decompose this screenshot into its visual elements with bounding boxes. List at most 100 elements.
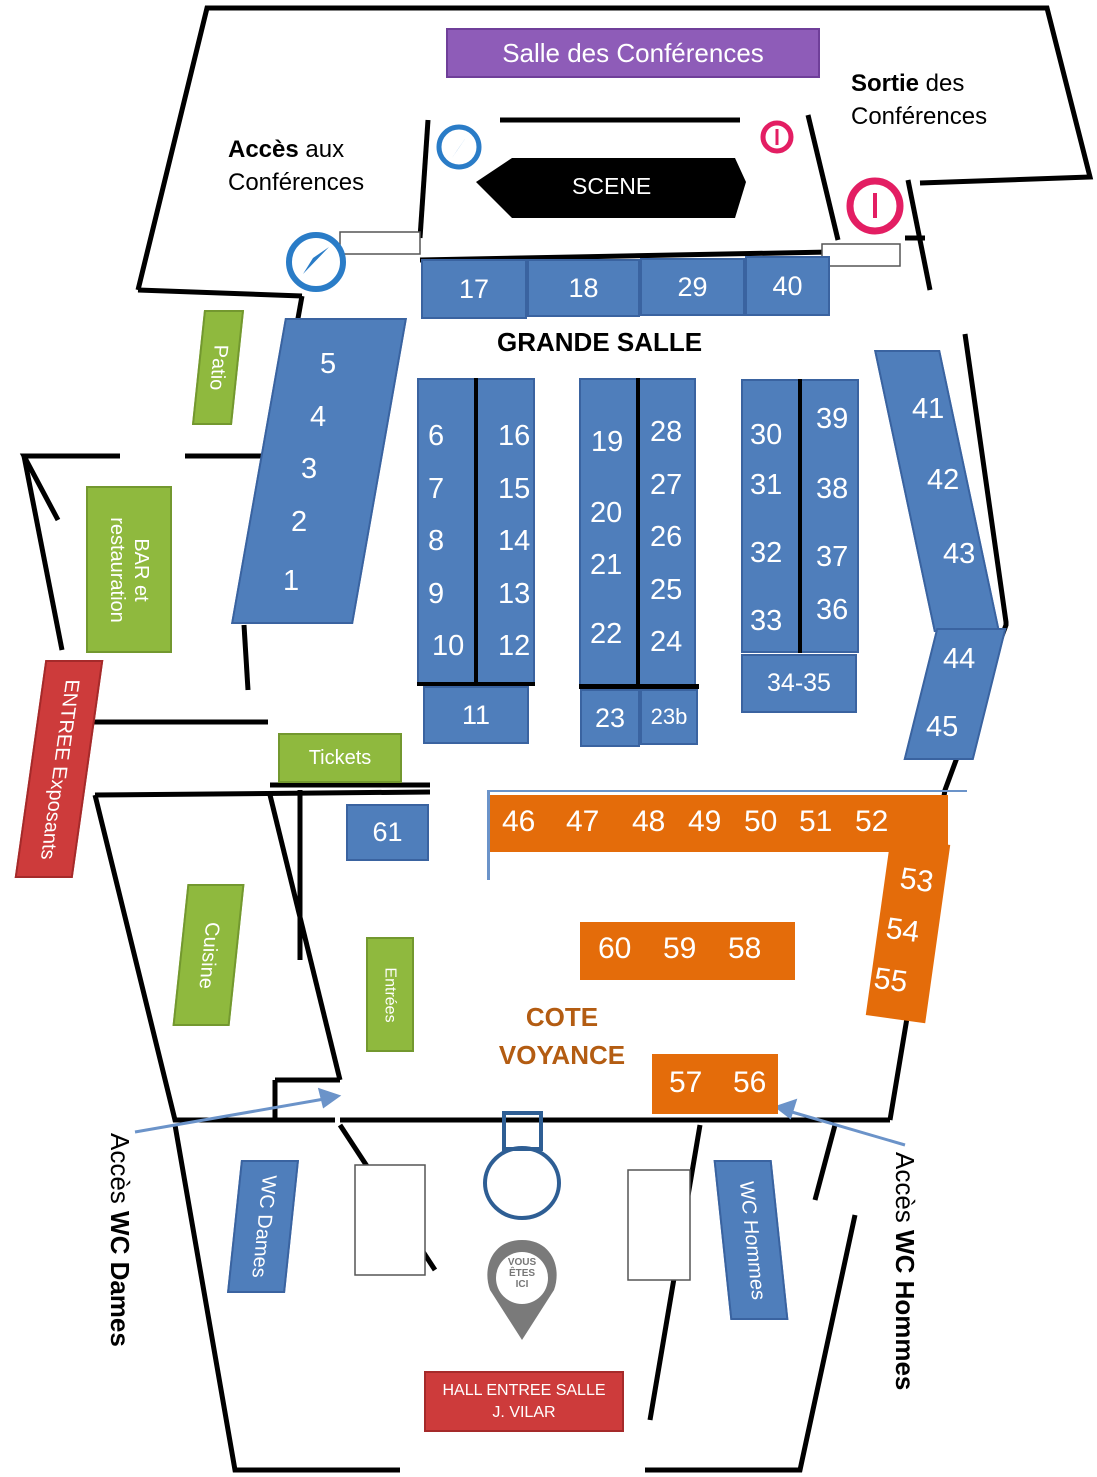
orange-row-edge (487, 790, 490, 880)
column-divider (798, 379, 802, 653)
conference-access-label: Accès aux Conférences (228, 133, 364, 199)
stand-16[interactable]: 16 (498, 420, 531, 452)
stand-24[interactable]: 24 (650, 626, 683, 658)
stand-20[interactable]: 20 (590, 497, 623, 529)
conference-exit-bold: Sortie (851, 70, 920, 97)
stand-47[interactable]: 47 (566, 805, 600, 838)
column-bottom-line (579, 684, 699, 689)
stand-label: 23b (650, 704, 688, 729)
stand-19[interactable]: 19 (591, 426, 624, 458)
stand-3[interactable]: 3 (301, 453, 318, 485)
stand-14[interactable]: 14 (498, 525, 531, 557)
stand-40[interactable]: 40 (745, 256, 830, 316)
stand-54[interactable]: 54 (883, 911, 922, 950)
stand-5[interactable]: 5 (320, 348, 337, 380)
grande-salle-title: GRANDE SALLE (497, 327, 703, 357)
acces-wc-hommes-bold: WC Hommes (890, 1230, 920, 1391)
cote-voyance-line1: COTE (525, 1002, 599, 1032)
stand-44[interactable]: 44 (943, 643, 976, 675)
hall-entree-banner: HALL ENTREE SALLE J. VILAR (424, 1371, 624, 1432)
stand-60[interactable]: 60 (598, 932, 632, 965)
stand-36[interactable]: 36 (816, 594, 849, 626)
stand-23b[interactable]: 23b (640, 689, 698, 745)
stand-label: 61 (372, 817, 403, 847)
you-are-here-line3: ICI (515, 1279, 529, 1290)
stand-row-58-60 (580, 922, 795, 980)
stand-34-35[interactable]: 34-35 (741, 654, 857, 713)
stand-51[interactable]: 51 (799, 805, 833, 838)
acces-wc-hommes-pre: Accès (890, 1152, 920, 1231)
stand-9[interactable]: 9 (428, 578, 445, 610)
stand-42[interactable]: 42 (927, 464, 960, 496)
cote-voyance-title: COTE VOYANCE (497, 998, 627, 1074)
stand-13[interactable]: 13 (498, 578, 531, 610)
tickets-desk: Tickets (278, 733, 402, 783)
bar-restauration-room: BAR et restauration (86, 486, 172, 653)
stand-29[interactable]: 29 (640, 258, 745, 316)
entrees-label: Entrées (382, 966, 400, 1023)
stand-8[interactable]: 8 (428, 525, 445, 557)
stand-21[interactable]: 21 (590, 549, 623, 581)
stand-row-46-52 (490, 795, 948, 852)
stand-49[interactable]: 49 (688, 805, 722, 838)
stand-27[interactable]: 27 (650, 469, 683, 501)
stand-2[interactable]: 2 (291, 506, 308, 538)
stand-37[interactable]: 37 (816, 541, 849, 573)
stand-55[interactable]: 55 (871, 961, 910, 1000)
stand-23[interactable]: 23 (580, 689, 640, 747)
stand-53[interactable]: 53 (897, 861, 936, 900)
stand-46[interactable]: 46 (502, 805, 536, 838)
stand-1[interactable]: 1 (283, 565, 300, 597)
conference-access-line2: Conférences (228, 169, 365, 196)
stand-17[interactable]: 17 (421, 259, 527, 319)
stand-38[interactable]: 38 (816, 473, 849, 505)
stand-33[interactable]: 33 (750, 605, 783, 637)
stand-22[interactable]: 22 (590, 618, 623, 650)
hall-label-line2: J. VILAR (492, 1403, 556, 1421)
stand-15[interactable]: 15 (498, 473, 531, 505)
stand-label: 23 (594, 702, 626, 733)
stand-41[interactable]: 41 (912, 393, 945, 425)
conference-exit-line2: Conférences (851, 103, 988, 130)
stand-57[interactable]: 57 (669, 1066, 703, 1099)
stand-label: 11 (461, 699, 491, 730)
acces-wc-dames-bold: WC Dames (105, 1211, 135, 1347)
conference-exit-label: Sortie des Conférences (851, 67, 987, 133)
conference-hall-label: Salle des Conférences (502, 37, 764, 68)
stand-label: 17 (458, 273, 490, 304)
stand-6[interactable]: 6 (428, 420, 445, 452)
stand-7[interactable]: 7 (428, 473, 445, 505)
stand-30[interactable]: 30 (750, 419, 783, 451)
conference-hall-banner: Salle des Conférences (446, 28, 820, 78)
stand-43[interactable]: 43 (943, 538, 976, 570)
stand-4[interactable]: 4 (310, 401, 327, 433)
stand-58[interactable]: 58 (728, 932, 762, 965)
column-bottom-line (417, 682, 535, 686)
wc-dames-label: WC Dames (247, 1175, 280, 1278)
column-divider (474, 378, 478, 685)
you-are-here-marker: VOUS ÊTES ICI (502, 1257, 542, 1290)
you-are-here-line2: ÊTES (508, 1268, 536, 1279)
stand-26[interactable]: 26 (650, 521, 683, 553)
stand-12[interactable]: 12 (498, 630, 531, 662)
stand-28[interactable]: 28 (650, 416, 683, 448)
stand-10[interactable]: 10 (432, 630, 465, 662)
stand-45[interactable]: 45 (926, 711, 959, 743)
stand-48[interactable]: 48 (632, 805, 666, 838)
stand-39[interactable]: 39 (816, 403, 849, 435)
stand-50[interactable]: 50 (744, 805, 778, 838)
stand-31[interactable]: 31 (750, 469, 783, 501)
stand-59[interactable]: 59 (663, 932, 697, 965)
stand-32[interactable]: 32 (750, 537, 783, 569)
scene-label: SCENE (572, 173, 652, 199)
stand-61[interactable]: 61 (346, 804, 429, 861)
acces-wc-dames-label: Accès WC Dames (104, 1133, 135, 1347)
patio-label: Patio (205, 344, 232, 391)
stand-11[interactable]: 11 (423, 686, 529, 744)
column-divider (636, 378, 640, 688)
stand-18[interactable]: 18 (527, 259, 640, 317)
acces-wc-hommes-label: Accès WC Hommes (889, 1152, 920, 1390)
stand-25[interactable]: 25 (650, 574, 683, 606)
stand-56[interactable]: 56 (733, 1066, 767, 1099)
stand-52[interactable]: 52 (855, 805, 889, 838)
